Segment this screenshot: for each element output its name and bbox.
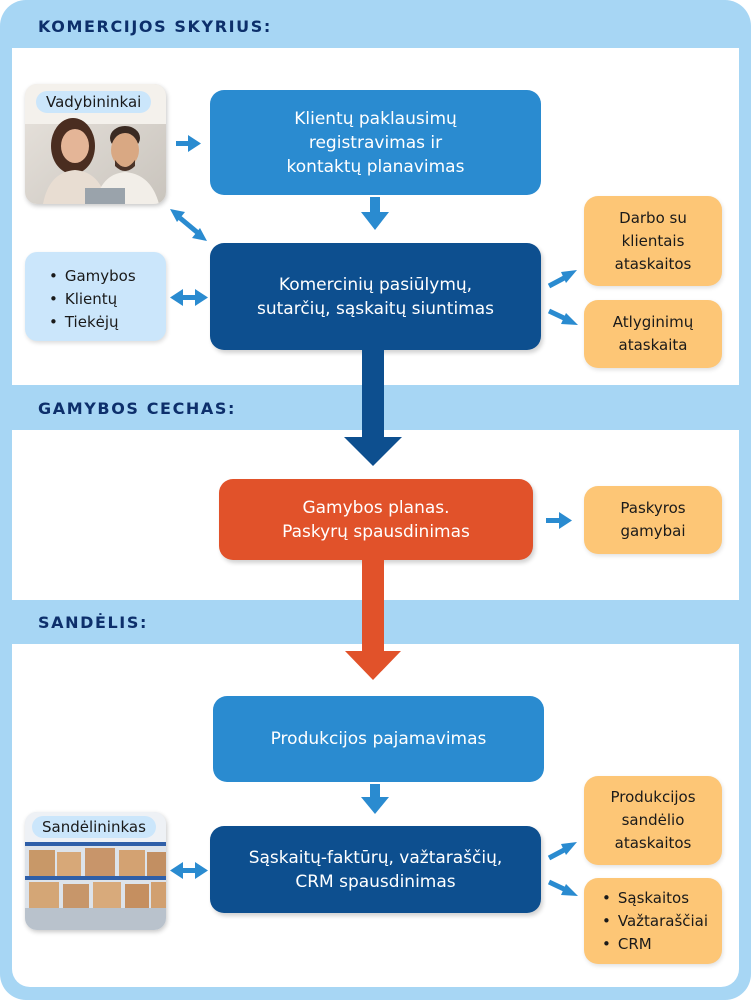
product-receiving-line-1: Produkcijos pajamavimas [270, 729, 487, 749]
production-plan-box[interactable]: Gamybos planas. Paskyrų spausdinimas [219, 479, 533, 560]
arrow-right-icon [547, 879, 578, 896]
production-orders-line-1: Paskyros [620, 499, 686, 517]
managers-label: Vadybininkai [36, 91, 152, 113]
client-work-reports-line-2: klientais [621, 231, 685, 250]
invoices-printing-box[interactable]: Sąskaitų-faktūrų, važtaraščių, CRM spaus… [210, 826, 541, 913]
commercial-offers-box[interactable]: Komercinių pasiūlymų, sutarčių, sąskaitų… [210, 243, 541, 350]
production-orders-line-2: gamybai [620, 522, 686, 540]
production-plan-line-2: Paskyrų spausdinimas [282, 521, 470, 542]
warehouse-reports-line-1: Produkcijos [610, 788, 696, 806]
client-inquiries-box[interactable]: Klientų paklausimų registravimas ir kont… [210, 90, 541, 195]
production-section-title: GAMYBOS CECHAS: [38, 399, 237, 418]
arrow-right-icon [176, 135, 201, 152]
arrow-right-icon [547, 270, 577, 289]
client-work-reports-box[interactable]: Darbo su klientais ataskaitos [584, 196, 722, 286]
commercial-offers-line-2: sutarčių, sąskaitų siuntimas [257, 298, 494, 319]
arrow-down-icon [361, 197, 389, 230]
warehouse-keeper-label: Sandėlininkas [32, 816, 156, 838]
invoices-printing-line-1: Sąskaitų-faktūrų, važtaraščių, [248, 847, 503, 868]
arrow-down-icon [361, 784, 389, 814]
product-receiving-box[interactable]: Produkcijos pajamavimas [213, 696, 544, 782]
salary-report-line-2: ataskaita [618, 336, 688, 354]
register-item-clients: Klientų [49, 288, 166, 311]
registers-list-box: Gamybos Klientų Tiekėjų [25, 252, 166, 341]
arrow-down-icon [344, 350, 402, 466]
client-work-reports-line-3: ataskaitos [614, 254, 692, 273]
salary-report-line-1: Atlyginimų [612, 313, 694, 331]
register-item-suppliers: Tiekėjų [49, 311, 166, 334]
arrow-right-icon [547, 842, 577, 861]
client-work-reports-line-1: Darbo su [619, 208, 687, 227]
double-arrow-icon [170, 289, 208, 306]
salary-report-box[interactable]: Atlyginimų ataskaita [584, 300, 722, 368]
warehouse-reports-box[interactable]: Produkcijos sandėlio ataskaitos [584, 776, 722, 865]
document-item-waybills: Važtaraščiai [602, 910, 708, 933]
commercial-offers-line-1: Komercinių pasiūlymų, [278, 274, 473, 295]
warehouse-section-title: SANDĖLIS: [38, 613, 148, 632]
double-arrow-icon [170, 209, 207, 241]
double-arrow-icon [170, 862, 208, 879]
production-plan-line-1: Gamybos planas. [302, 497, 450, 518]
document-item-invoices: Sąskaitos [602, 887, 708, 910]
commercial-section-title: KOMERCIJOS SKYRIUS: [38, 17, 272, 36]
documents-list-box[interactable]: Sąskaitos Važtaraščiai CRM [584, 878, 722, 964]
client-inquiries-line-3: kontaktų planavimas [286, 156, 465, 177]
arrow-right-icon [547, 308, 578, 325]
invoices-printing-line-2: CRM spausdinimas [295, 871, 456, 892]
warehouse-reports-line-2: sandėlio [621, 811, 685, 829]
register-item-production: Gamybos [49, 265, 166, 288]
production-orders-box[interactable]: Paskyros gamybai [584, 486, 722, 554]
warehouse-reports-line-3: ataskaitos [614, 834, 692, 852]
client-inquiries-line-2: registravimas ir [308, 132, 443, 153]
arrow-right-icon [546, 512, 572, 529]
arrow-down-icon [345, 560, 401, 680]
client-inquiries-line-1: Klientų paklausimų [294, 108, 457, 129]
document-item-crm: CRM [602, 933, 708, 956]
